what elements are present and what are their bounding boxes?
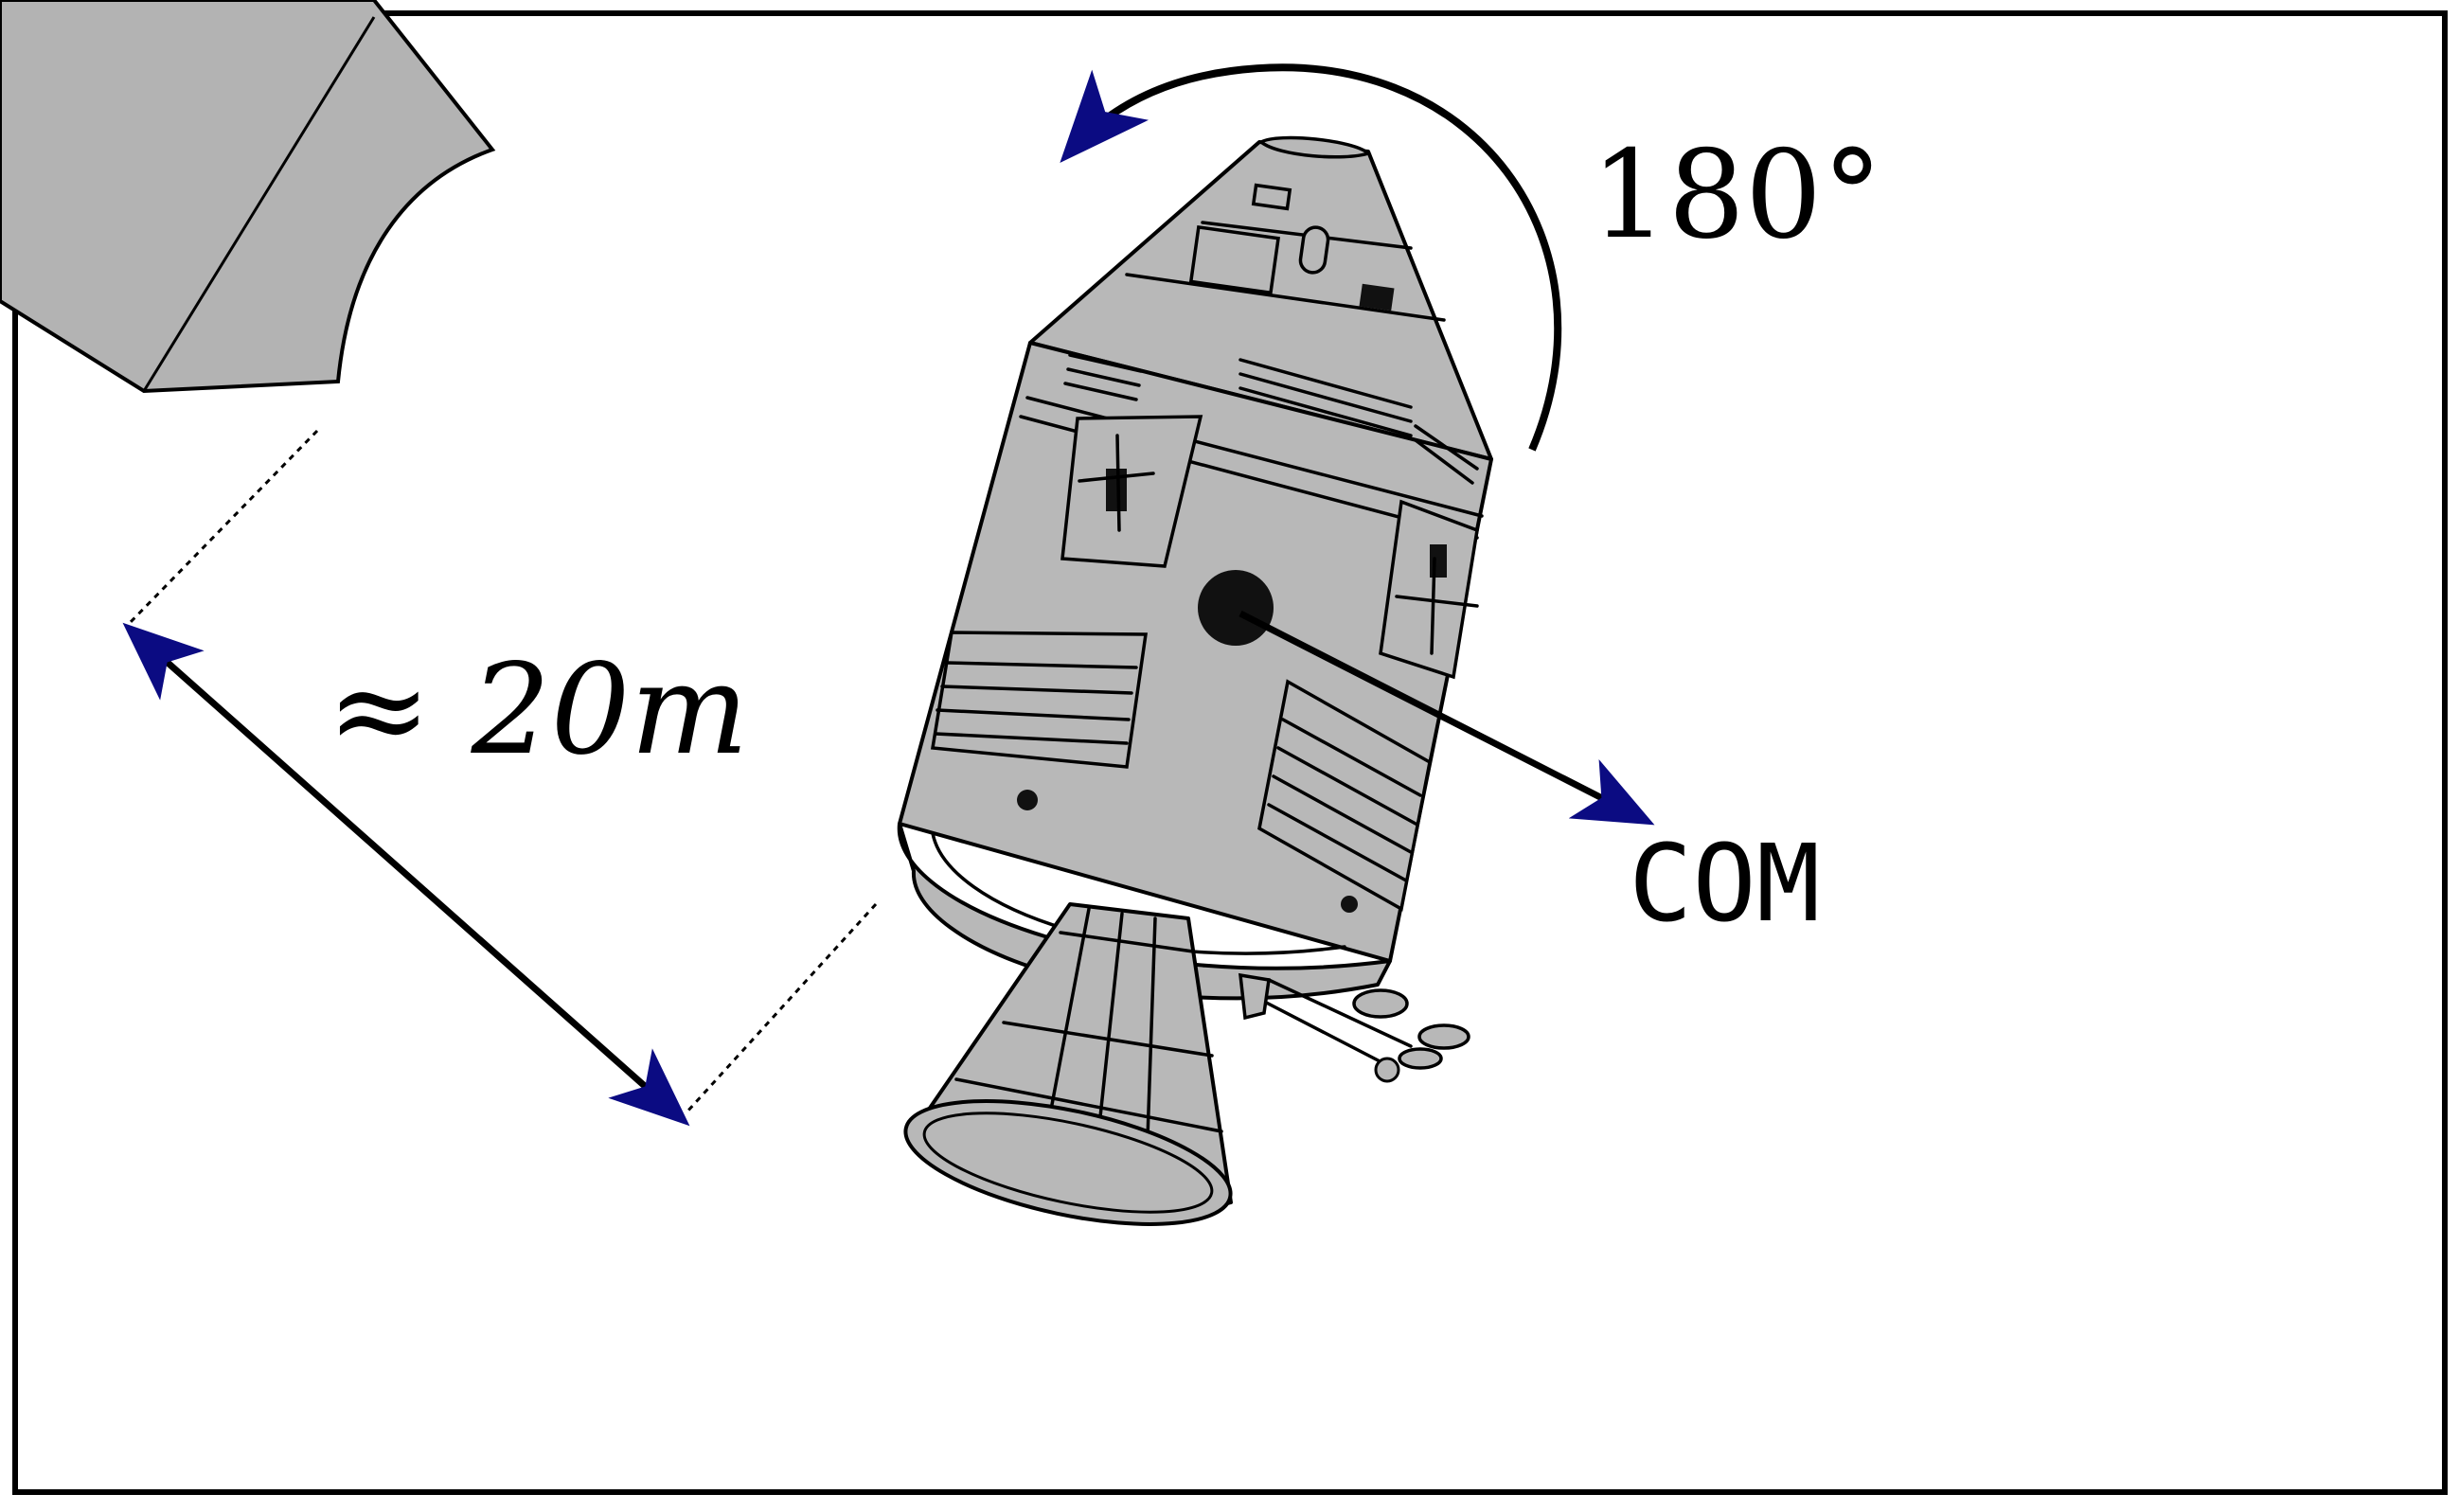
distance-label: ≈ 20m bbox=[327, 637, 749, 783]
antenna-array bbox=[1238, 972, 1470, 1083]
vent-grille-lower-left bbox=[930, 631, 1149, 769]
engine-nozzle bbox=[903, 902, 1233, 1226]
rcs-thruster-right bbox=[1379, 499, 1479, 680]
guide-line-bottom bbox=[685, 902, 878, 1114]
com-arrow bbox=[1238, 610, 1655, 826]
docking-station bbox=[0, 0, 496, 394]
com-label: COM bbox=[1629, 823, 1820, 946]
vent-grille-upper bbox=[1063, 353, 1479, 485]
distance-arrow bbox=[122, 622, 690, 1127]
spacecraft bbox=[897, 135, 1493, 1226]
rcs-thruster-left bbox=[1060, 415, 1203, 568]
rotation-arrow bbox=[1060, 63, 1562, 452]
rotation-label: 180° bbox=[1591, 125, 1882, 266]
aft-bulkhead bbox=[897, 822, 1392, 1001]
vent-grille-lower-right bbox=[1257, 679, 1432, 912]
center-of-mass-marker bbox=[1198, 570, 1274, 646]
